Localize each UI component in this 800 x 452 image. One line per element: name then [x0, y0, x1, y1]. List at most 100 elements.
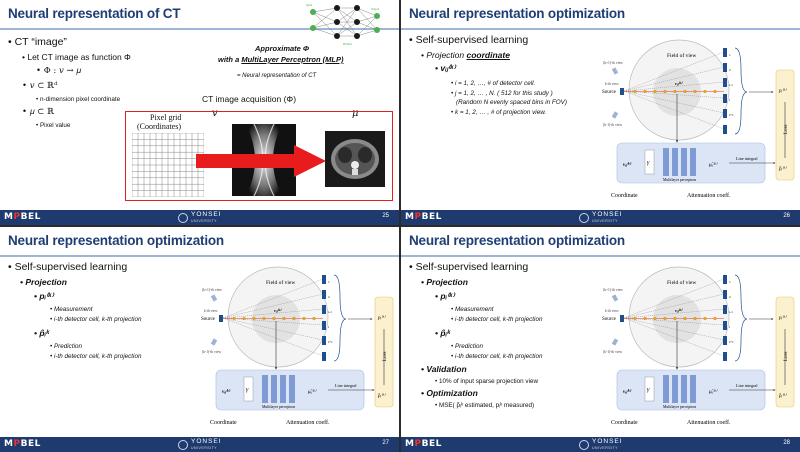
acquisition-title: CT image acquisition (Φ): [202, 94, 297, 104]
loss-label: Loss: [784, 125, 789, 135]
title-divider: [401, 28, 800, 30]
pixel-grid: [132, 133, 204, 197]
mlp-label: Multilayer perceptron: [262, 405, 295, 409]
validation-desc: • 10% of input sparse projection view: [435, 378, 539, 385]
mlp-label: Multilayer perceptron: [663, 178, 696, 182]
bullet-let: • Let CT image as function Φ: [22, 52, 131, 62]
cell-label-1: 1: [328, 280, 330, 284]
detector-brace: [734, 274, 748, 362]
slide-25[interactable]: Neural representation of CT Input Hidden…: [0, 0, 399, 225]
item-k: • k = 1, 2, … , # of projection view.: [451, 109, 547, 116]
cell-label-ip1: i+1: [729, 340, 734, 344]
source-k1-icon: [611, 294, 619, 302]
source-km1-icon: [611, 338, 619, 346]
source-k1-icon: [611, 67, 619, 75]
view-k-label: k-th view: [605, 309, 619, 313]
measurement-label: • Measurement: [50, 306, 93, 313]
slide-title: Neural representation optimization: [409, 6, 625, 21]
lab-logo: MPBEL: [4, 439, 41, 449]
p-predicted-label: p̂ᵢ⁽ᵏ⁾: [778, 166, 787, 172]
slide-28[interactable]: Neural representation optimization • Sel…: [401, 227, 800, 452]
mlp-input-v: vᵢⱼ⁽ᵏ⁾: [623, 389, 632, 395]
line-integral-label: Line integral: [736, 156, 758, 161]
mlp-output-mu: μ̂ᵢⱼ⁽ᵏ⁾: [308, 389, 317, 395]
university-seal-icon: [579, 213, 589, 223]
approx-line2: with a MultiLayer Perceptron (MLP): [218, 55, 344, 64]
cell-label-1: 1: [729, 280, 731, 284]
cell-label-2: 2: [729, 68, 731, 72]
view-km1-label: (k-1)-th view: [202, 350, 221, 354]
page-number: 25: [382, 213, 389, 219]
neural-rep-note: = Neural representation of CT: [237, 73, 317, 79]
pixel-grid-label: Pixel grid: [150, 113, 182, 122]
sample-points: [232, 316, 316, 320]
university-seal-icon: [178, 440, 188, 450]
v-ijk-symbol: • vᵢⱼ⁽ᵏ⁾: [435, 63, 456, 73]
detector-array: [723, 48, 727, 134]
mlp-layers: [663, 148, 696, 176]
p-measured-label: pᵢ⁽ᵏ⁾: [778, 315, 787, 321]
coordinates-label: (Coordinates): [137, 122, 181, 131]
approx-line1: Approximate Φ: [255, 44, 310, 53]
mlp-layers: [262, 375, 295, 403]
university-seal-icon: [178, 213, 188, 223]
view-k1-label: (k+1)-th view: [202, 288, 222, 292]
acquisition-box: [125, 111, 393, 201]
cell-label-im1: i-1: [328, 310, 332, 314]
title-divider: [0, 255, 399, 257]
gamma-box: [644, 376, 655, 402]
mu-symbol: 𝜇: [352, 108, 359, 119]
cell-label-im1: i-1: [729, 83, 733, 87]
v-ijk-label: vᵢⱼ⁽ᵏ⁾: [675, 308, 683, 313]
view-km1-label: (k-1)-th view: [603, 350, 622, 354]
title-divider: [401, 255, 800, 257]
view-k1-label: (k+1)-th view: [603, 288, 623, 292]
slide-27[interactable]: Neural representation optimization • Sel…: [0, 227, 399, 452]
view-k1-label: (k+1)-th view: [603, 61, 623, 65]
title-divider: [0, 28, 399, 30]
attenuation-label: Attenuation coeff.: [687, 192, 731, 199]
sample-points: [633, 89, 717, 93]
red-arrow-icon: [196, 145, 326, 177]
gamma-label: γ: [246, 387, 249, 393]
source-km1-icon: [611, 111, 619, 119]
cell-label-i: i: [328, 325, 329, 329]
phi-mapping: • Φ : 𝑣 → 𝜇: [36, 66, 82, 76]
bullet-mu-def: • 𝜇 ⊂ ℝ: [22, 107, 55, 117]
ct-geometry-svg: Field of view (k+1)-th view k-th view So…: [201, 266, 394, 426]
slide-title: Neural representation optimization: [8, 233, 224, 248]
loss-label: Loss: [383, 352, 388, 362]
p-measured-label: pᵢ⁽ᵏ⁾: [778, 88, 787, 94]
cell-label-ip1: i+1: [328, 340, 333, 344]
mlp-hidden-label: Hidden: [343, 42, 352, 46]
p-predicted-symbol: • p̂ᵢᵏ: [34, 328, 50, 338]
fov-label: Field of view: [667, 279, 696, 286]
measurement-desc: • i-th detector cell, k-th projection: [451, 316, 543, 323]
prediction-desc: • i-th detector cell, k-th projection: [451, 353, 543, 360]
prediction-desc: • i-th detector cell, k-th projection: [50, 353, 142, 360]
gamma-label: γ: [647, 160, 650, 166]
cell-label-i: i: [729, 98, 730, 102]
detector-brace: [333, 274, 347, 362]
p-measured-label: pᵢ⁽ᵏ⁾: [377, 315, 386, 321]
prediction-label: • Prediction: [451, 343, 483, 350]
projection-diagram: Field of view (k+1)-th view k-th view So…: [198, 257, 398, 435]
p-predicted-label: p̂ᵢ⁽ᵏ⁾: [377, 393, 386, 399]
slide-26[interactable]: Neural representation optimization • Sel…: [401, 0, 800, 225]
fov-label: Field of view: [266, 279, 295, 286]
bullet-ssl: • Self-supervised learning: [409, 34, 529, 46]
bullet-ssl: • Self-supervised learning: [8, 261, 128, 273]
university-seal-icon: [579, 440, 589, 450]
detector-brace: [734, 47, 748, 135]
source-label: Source: [602, 317, 617, 322]
field-of-view-disc: [653, 68, 701, 116]
field-of-view-disc: [653, 295, 701, 343]
